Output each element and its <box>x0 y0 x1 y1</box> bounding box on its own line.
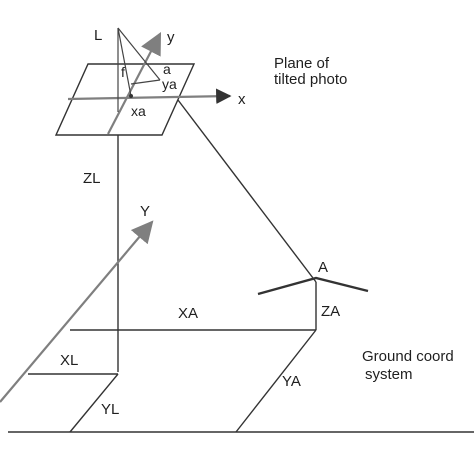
ground-point-A-marker <box>257 276 369 296</box>
photo-x-axis <box>67 88 232 104</box>
label-f: f <box>121 64 125 80</box>
photo-plane <box>54 63 196 136</box>
ray-to-A <box>177 99 317 283</box>
ya-segment <box>130 79 161 85</box>
label-XL: XL <box>60 352 78 369</box>
ground-Y-axis <box>0 220 154 403</box>
focal-ray-f <box>117 27 132 97</box>
label-A: A <box>318 259 328 276</box>
principal-point <box>129 94 133 98</box>
label-ground-line2: system <box>365 366 413 383</box>
label-ZA: ZA <box>321 303 340 320</box>
label-L: L <box>94 27 102 44</box>
label-a: a <box>163 61 171 77</box>
label-ground-line1: Ground coord <box>362 348 454 365</box>
label-xa-photo: xa <box>131 103 146 119</box>
label-Y-ground: Y <box>140 203 150 220</box>
label-YA: YA <box>282 373 301 390</box>
label-plane-line1: Plane of <box>274 55 330 72</box>
label-ZL: ZL <box>83 170 101 187</box>
yl-diagonal-line <box>69 373 119 433</box>
ya-diagonal-line <box>235 329 317 433</box>
focal-ray-a <box>117 27 161 81</box>
label-photo-y: y <box>167 29 175 46</box>
label-YL: YL <box>101 401 119 418</box>
label-ya: ya <box>162 76 177 92</box>
label-plane-line2: tilted photo <box>274 71 347 88</box>
label-XA: XA <box>178 305 198 322</box>
label-photo-x: x <box>238 91 246 108</box>
